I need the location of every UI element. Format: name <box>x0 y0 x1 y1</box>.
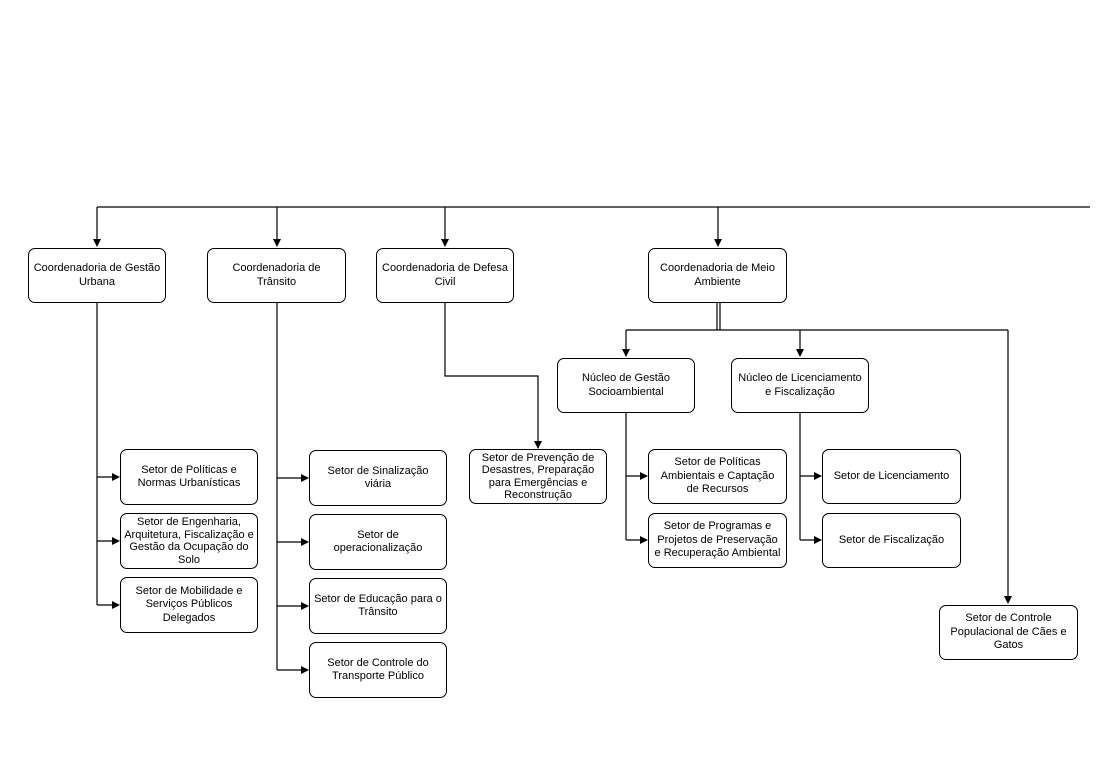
node-setor-politicas-ambientais: Setor de Políticas Ambientais e Captação… <box>648 449 787 504</box>
node-setor-politicas-normas: Setor de Políticas e Normas Urbanísticas <box>120 449 258 505</box>
connector-to-prevencao <box>444 303 542 449</box>
node-setor-fiscalizacao: Setor de Fiscalização <box>822 513 961 568</box>
node-setor-sinalizacao: Setor de Sinalização viária <box>309 450 447 506</box>
node-setor-licenciamento: Setor de Licenciamento <box>822 449 961 504</box>
node-coordenadoria-gestao-urbana: Coordenadoria de Gestão Urbana <box>28 248 166 303</box>
node-coordenadoria-transito: Coordenadoria de Trânsito <box>207 248 346 303</box>
node-nucleo-gestao-socioambiental: Núcleo de Gestão Socioambiental <box>557 358 695 413</box>
node-setor-educacao-transito: Setor de Educação para o Trânsito <box>309 578 447 634</box>
node-setor-engenharia: Setor de Engenharia, Arquitetura, Fiscal… <box>120 513 258 569</box>
node-setor-prevencao-desastres: Setor de Prevenção de Desastres, Prepara… <box>469 449 607 504</box>
node-coordenadoria-defesa-civil: Coordenadoria de Defesa Civil <box>376 248 514 303</box>
node-setor-mobilidade: Setor de Mobilidade e Serviços Públicos … <box>120 577 258 633</box>
node-setor-operacionalizacao: Setor de operacionalização <box>309 514 447 570</box>
node-coordenadoria-meio-ambiente: Coordenadoria de Meio Ambiente <box>648 248 787 303</box>
node-setor-programas-preservacao: Setor de Programas e Projetos de Preserv… <box>648 513 787 568</box>
node-setor-controle-populacional: Setor de Controle Populacional de Cães e… <box>939 605 1078 660</box>
node-setor-controle-transporte: Setor de Controle do Transporte Público <box>309 642 447 698</box>
node-nucleo-licenciamento-fiscalizacao: Núcleo de Licenciamento e Fiscalização <box>731 358 869 413</box>
